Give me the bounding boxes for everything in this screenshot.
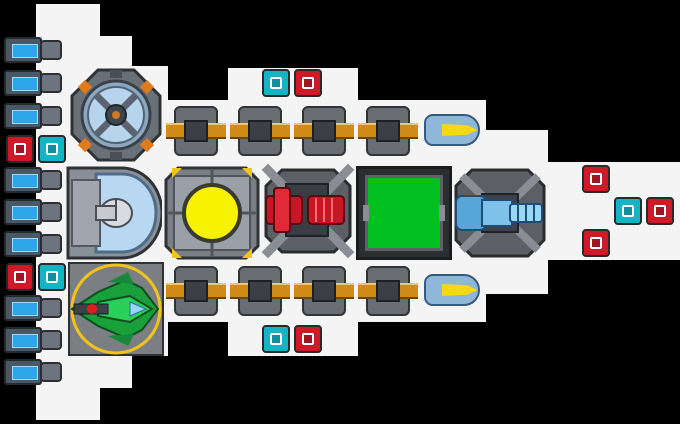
cyan-block[interactable] (614, 197, 642, 225)
cockpit-module[interactable] (66, 166, 162, 260)
red-turret[interactable] (260, 162, 356, 260)
cyan-block[interactable] (262, 325, 290, 353)
fuel-tank[interactable] (4, 37, 62, 63)
missile-launcher[interactable] (420, 270, 484, 310)
hull-panel (36, 4, 100, 38)
conduit-segment[interactable] (230, 104, 290, 158)
conduit-segment[interactable] (358, 264, 418, 318)
conduit-segment[interactable] (166, 264, 226, 318)
wheel-module[interactable] (70, 68, 162, 162)
cyan-block[interactable] (38, 263, 66, 291)
conduit-segment[interactable] (294, 104, 354, 158)
red-block[interactable] (294, 325, 322, 353)
green-shield-panel[interactable] (356, 166, 452, 260)
green-fighter[interactable] (68, 262, 164, 356)
fuel-tank[interactable] (4, 231, 62, 257)
hull-panel (36, 386, 100, 420)
conduit-segment[interactable] (166, 104, 226, 158)
conduit-segment[interactable] (230, 264, 290, 318)
red-block[interactable] (582, 229, 610, 257)
bracket-left (363, 205, 369, 221)
blue-thruster[interactable] (452, 166, 548, 260)
yellow-reactor[interactable] (164, 166, 260, 260)
cyan-block[interactable] (38, 135, 66, 163)
fuel-tank[interactable] (4, 327, 62, 353)
bracket-right (439, 205, 445, 221)
hull-panel (228, 68, 358, 102)
red-block[interactable] (6, 135, 34, 163)
red-block[interactable] (582, 165, 610, 193)
red-block[interactable] (646, 197, 674, 225)
fuel-tank[interactable] (4, 103, 62, 129)
fuel-tank[interactable] (4, 167, 62, 193)
green-screen (365, 175, 443, 251)
fuel-tank[interactable] (4, 70, 62, 96)
red-block[interactable] (6, 263, 34, 291)
fuel-tank[interactable] (4, 199, 62, 225)
missile-launcher[interactable] (420, 110, 484, 150)
hull-panel (228, 320, 358, 356)
fuel-tank[interactable] (4, 295, 62, 321)
fuel-tank[interactable] (4, 359, 62, 385)
red-block[interactable] (294, 69, 322, 97)
conduit-segment[interactable] (358, 104, 418, 158)
cyan-block[interactable] (262, 69, 290, 97)
conduit-segment[interactable] (294, 264, 354, 318)
